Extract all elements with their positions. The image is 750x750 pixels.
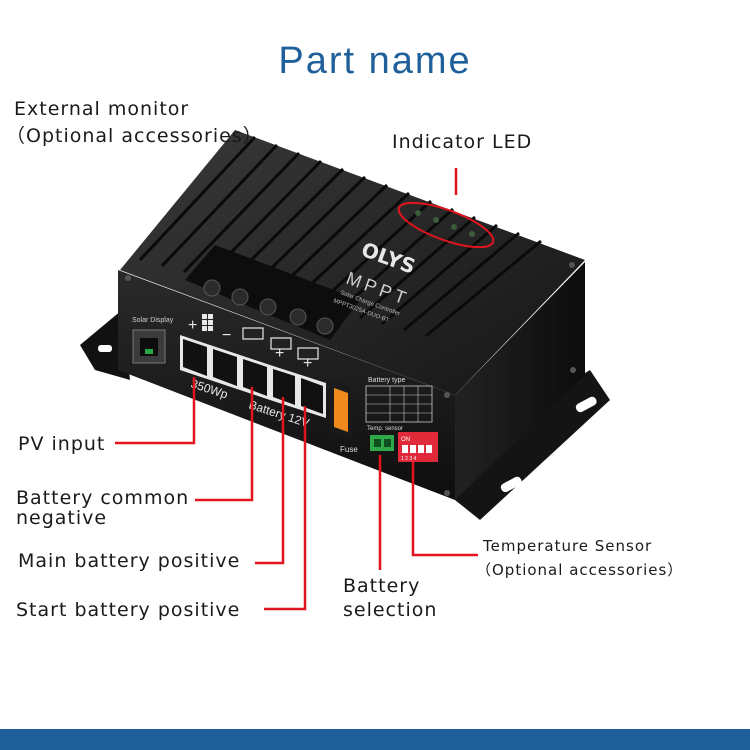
label-battery-common-negative: negative: [16, 507, 108, 529]
dip-switch: ON 1 2 3 4: [398, 432, 438, 462]
label-temperature-sensor-note: （Optional accessories）: [476, 561, 684, 579]
terminal-screws: [203, 279, 334, 335]
heatsink-ribs: [138, 135, 542, 338]
svg-text:ON: ON: [401, 437, 410, 443]
terminal-block: [185, 245, 360, 340]
svg-text:Battery type: Battery type: [368, 377, 405, 384]
label-battery-selection: Battery: [343, 575, 421, 597]
label-external-monitor-note: （Optional accessories）: [6, 125, 263, 147]
battery-type-table: Battery type: [365, 377, 433, 423]
heatsink-top: [120, 130, 585, 395]
svg-text:+: +: [303, 355, 312, 372]
svg-text:+: +: [188, 317, 197, 334]
label-main-battery-positive: Main battery positive: [18, 550, 241, 572]
svg-text:Temp. sensor: Temp. sensor: [367, 426, 403, 432]
case-screws: [125, 262, 576, 496]
solar-panel-icon: [202, 314, 213, 331]
svg-text:Fuse: Fuse: [340, 445, 358, 454]
label-temperature-sensor: Temperature Sensor: [483, 537, 653, 555]
label-pv-input: PV input: [18, 433, 106, 455]
svg-text:1 2 3 4: 1 2 3 4: [401, 456, 417, 462]
battery-icons: [242, 327, 319, 360]
rj-port: Solar Display: [132, 317, 174, 364]
label-battery-selection-2: selection: [343, 599, 438, 621]
side-panel: [455, 262, 585, 500]
label-battery-common: Battery common: [16, 487, 190, 509]
indicator-led-array: [397, 201, 495, 249]
wire-terminals: [180, 335, 326, 418]
svg-text:+: +: [275, 345, 284, 362]
page-title: Part name: [278, 40, 472, 82]
svg-text:Solar Display: Solar Display: [132, 317, 174, 324]
temp-sensor-connector: Temp. sensor: [367, 426, 403, 451]
label-external-monitor: External monitor: [14, 98, 190, 120]
label-start-battery-positive: Start battery positive: [16, 599, 241, 621]
terminal-markings: + − + +: [188, 317, 312, 372]
fuse: Fuse: [330, 380, 358, 454]
svg-text:−: −: [222, 327, 231, 344]
mounting-flange: [80, 310, 610, 520]
bottom-bar: [0, 729, 750, 750]
leader-lines: [115, 168, 478, 611]
label-indicator-led: Indicator LED: [392, 131, 533, 153]
